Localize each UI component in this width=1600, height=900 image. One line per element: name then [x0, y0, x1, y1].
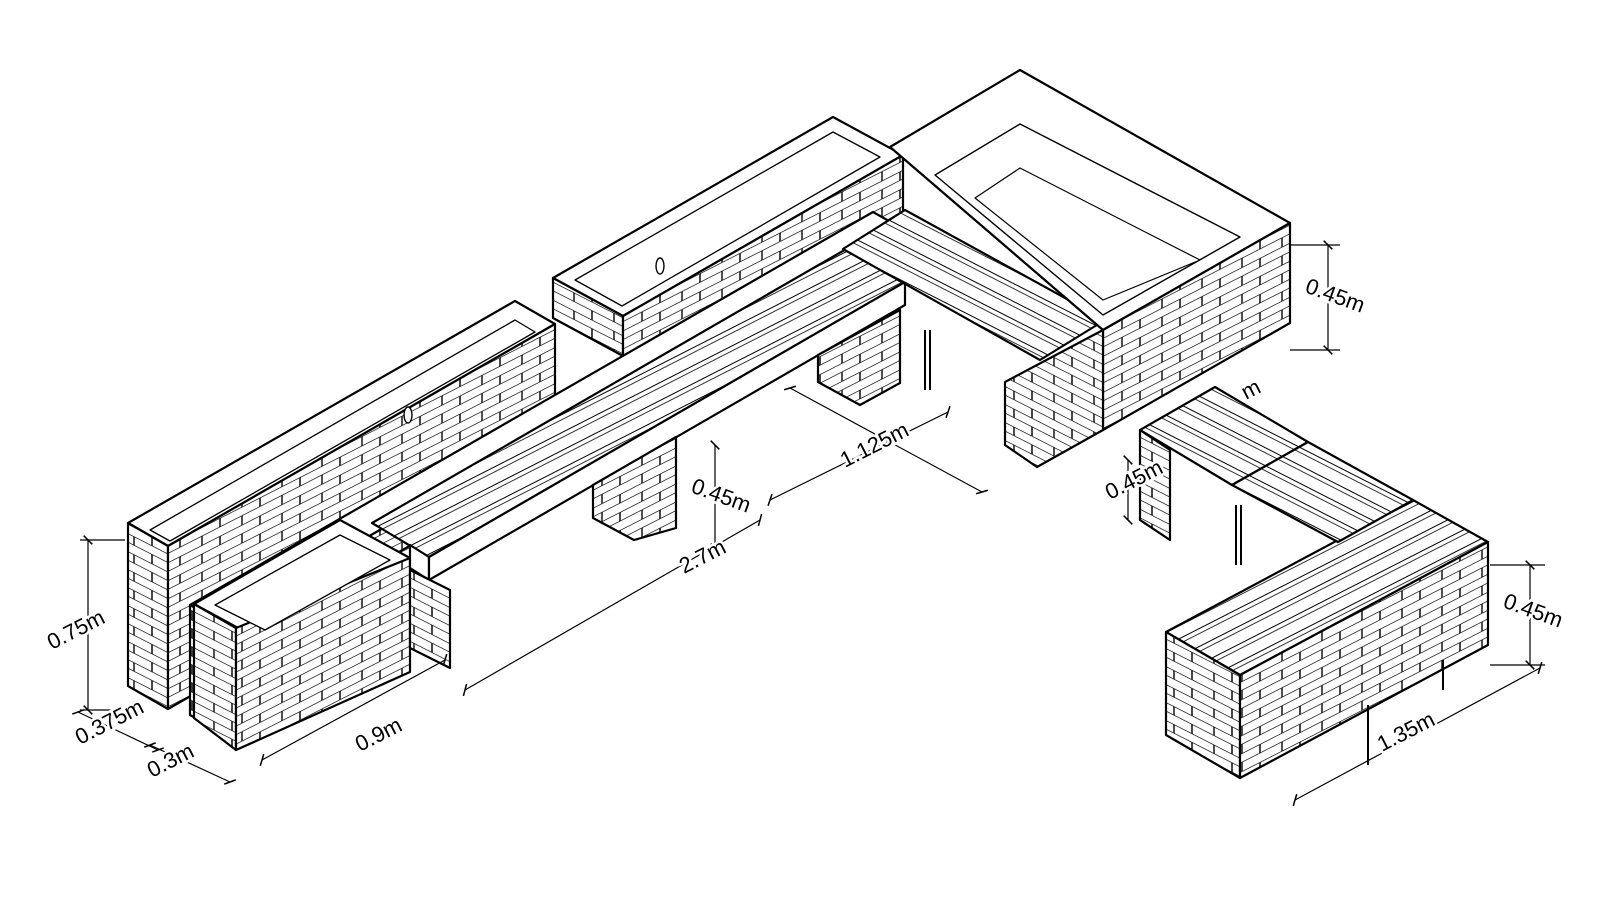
dim-right-bench-height: 0.45m — [1500, 588, 1566, 632]
right-l-bench — [1138, 385, 1490, 780]
dim-corner-bench-height: 0.45m — [1302, 273, 1368, 317]
long-bench-seat — [370, 246, 907, 670]
square-planter — [888, 68, 1292, 469]
dimension-lines — [71, 240, 1545, 807]
dim-planter-height: 0.75m — [43, 604, 109, 654]
dim-bench-height: 0.45m — [688, 473, 754, 517]
dim-planter-inner-width: 0.3m — [143, 738, 198, 782]
dim-planter-length: 0.9m — [351, 712, 406, 756]
dim-bench-length: 2.7m — [675, 534, 730, 578]
dim-planter-depth: 0.375m — [71, 694, 148, 750]
dim-partial-width: m — [1237, 374, 1265, 405]
dim-right-bench-length: 1.35m — [1373, 706, 1439, 756]
dim-bench-depth: 1.125m — [836, 417, 913, 473]
